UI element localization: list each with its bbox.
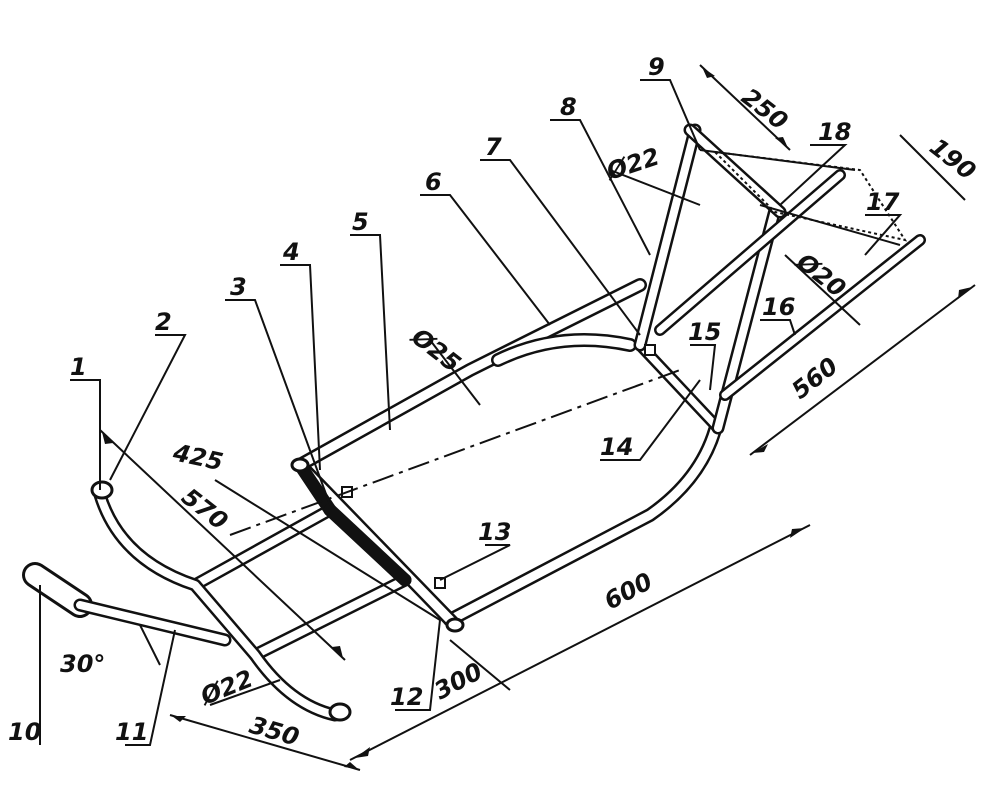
- callout-11: 11: [115, 718, 148, 746]
- callout-5: 5: [352, 208, 369, 236]
- callout-labels: 1 2 3 4 5 6 7 8 9 10 11 12 13 14 15 16 1…: [8, 53, 900, 746]
- dim-350: 350: [246, 711, 302, 752]
- angle-30: 30°: [60, 650, 105, 678]
- leader-lines: [39, 79, 903, 746]
- dia-22-top: Ø22: [601, 142, 663, 186]
- frame-tubes: [22, 123, 926, 722]
- callout-1: 1: [70, 353, 87, 381]
- callout-13: 13: [478, 518, 511, 546]
- callout-3: 3: [230, 273, 247, 301]
- dimension-lines: [99, 64, 976, 771]
- callout-17: 17: [866, 188, 900, 216]
- dim-560: 560: [786, 352, 843, 405]
- callout-12: 12: [390, 683, 423, 711]
- callout-10: 10: [8, 718, 41, 746]
- dimension-arrowheads: [102, 67, 972, 769]
- center-line: [229, 369, 681, 536]
- dia-22-bottom: Ø22: [195, 664, 257, 711]
- dim-425: 425: [170, 438, 226, 476]
- callout-8: 8: [560, 93, 577, 121]
- dimension-labels: 250 190 560 600 300 350 425 570 Ø22 Ø20 …: [60, 83, 981, 752]
- dia-20: Ø20: [790, 246, 851, 302]
- callout-18: 18: [818, 118, 851, 146]
- callout-16: 16: [762, 293, 795, 321]
- callout-14: 14: [600, 433, 633, 461]
- callout-4: 4: [282, 238, 300, 266]
- dim-250: 250: [736, 83, 793, 136]
- callout-6: 6: [425, 168, 442, 196]
- callout-15: 15: [688, 318, 721, 346]
- callout-9: 9: [648, 53, 665, 81]
- callout-7: 7: [485, 133, 502, 161]
- post-cap-front-left: [90, 480, 114, 500]
- post-cap-front-right: [328, 702, 352, 722]
- callout-2: 2: [155, 308, 172, 336]
- dim-190: 190: [924, 133, 981, 186]
